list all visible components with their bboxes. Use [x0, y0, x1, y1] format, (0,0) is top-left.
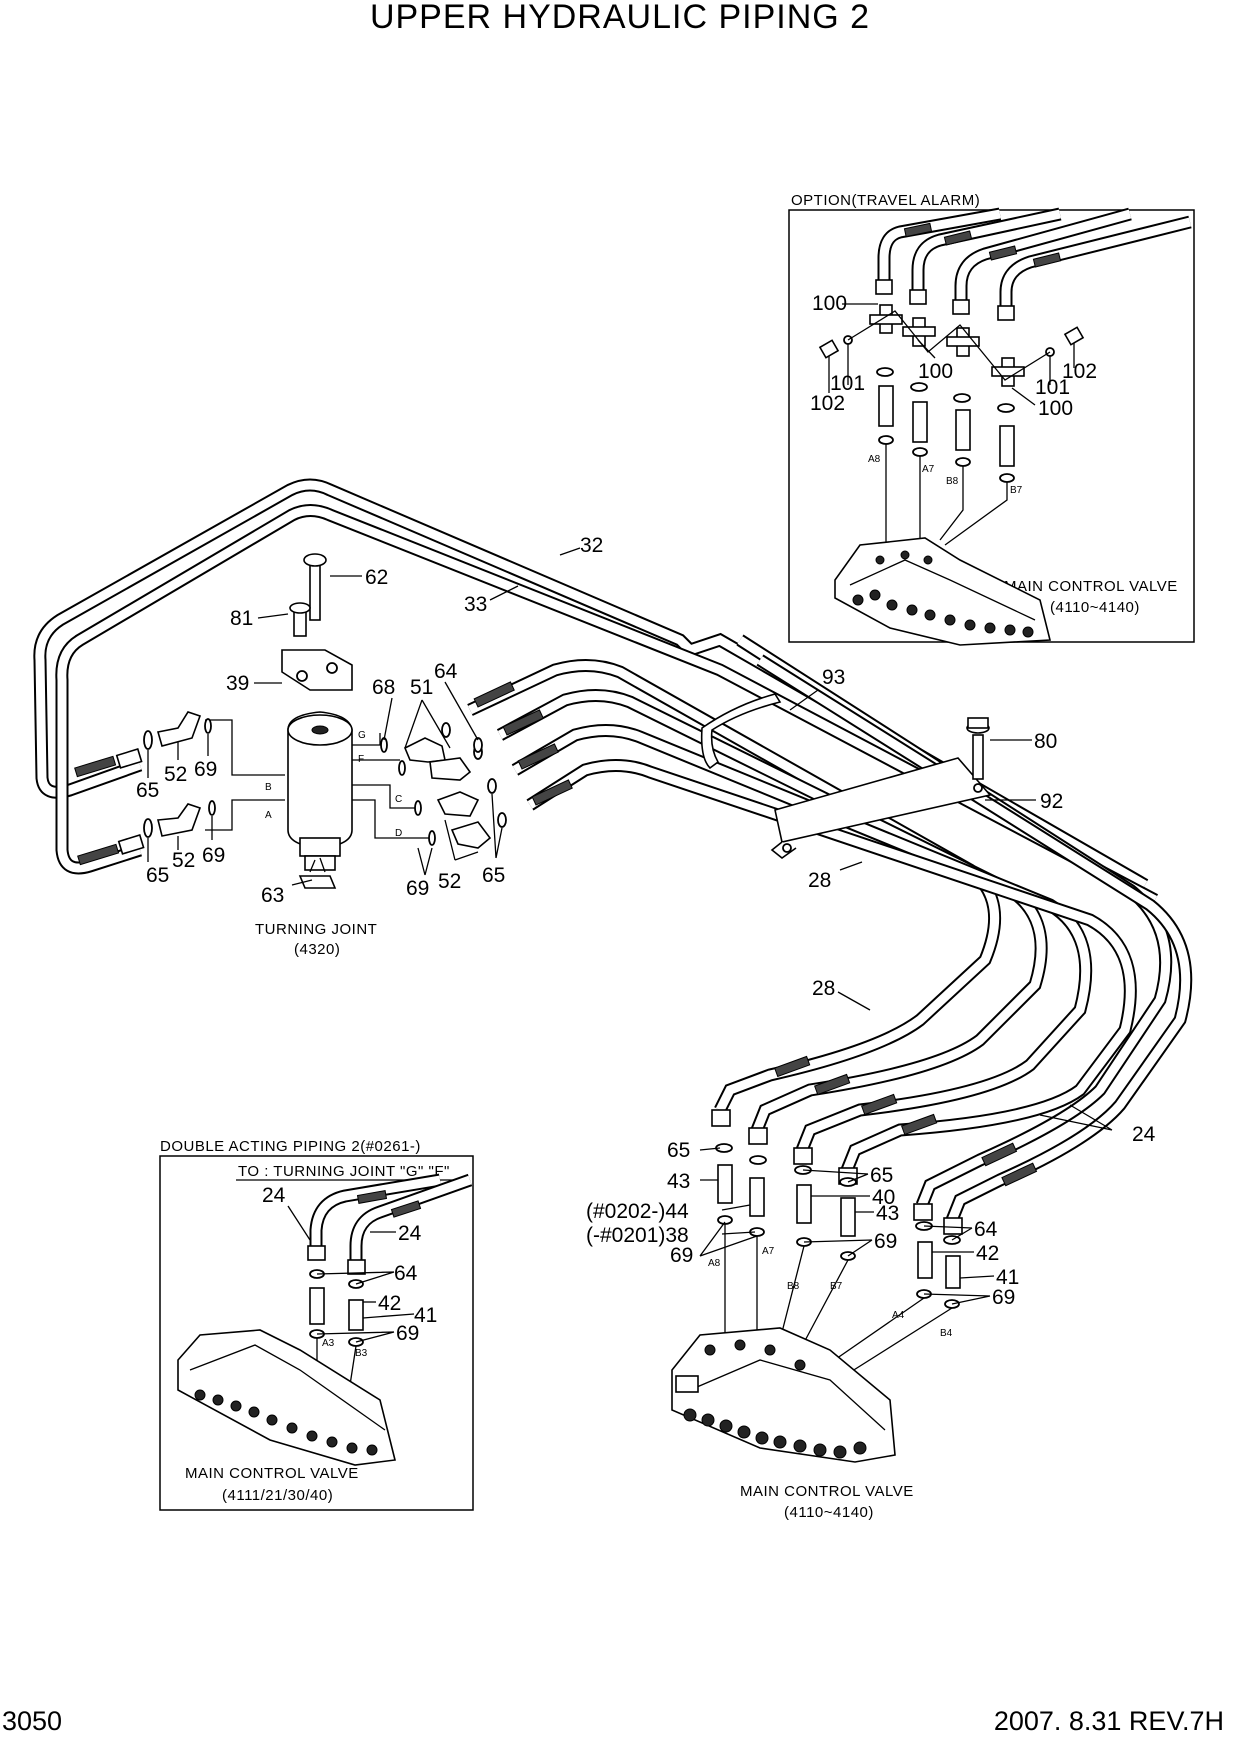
port-label-b7-main: B7 [830, 1281, 843, 1292]
option-main-control-valve [834, 537, 1052, 646]
port-label-c: C [395, 794, 402, 805]
callout-69: 69 [396, 1322, 419, 1345]
callout-101: 101 [1035, 376, 1070, 399]
callout-80: 80 [1034, 730, 1057, 753]
port-label-b8-main: B8 [787, 1281, 800, 1292]
callout-39: 39 [226, 672, 249, 695]
callout-41: 41 [996, 1266, 1019, 1289]
turning-joint-code: (4320) [294, 941, 340, 958]
hose-bundle-28 [467, 634, 1193, 1235]
double-acting-caption: DOUBLE ACTING PIPING 2(#0261-) [160, 1138, 421, 1155]
callout-68: 68 [372, 676, 395, 699]
port-label-d: D [395, 828, 402, 839]
option-mcv-caption: MAIN CONTROL VALVE [1004, 578, 1178, 595]
callout-32: 32 [580, 534, 603, 557]
callouts: 32 33 62 81 39 68 51 64 93 80 92 65 52 [136, 534, 1156, 1345]
revision-stamp: 2007. 8.31 REV.7H [993, 1706, 1224, 1736]
port-label-a8-option: A8 [868, 454, 881, 465]
callout-65: 65 [146, 864, 169, 887]
port-label-a8-main: A8 [708, 1258, 721, 1269]
callout-52: 52 [164, 763, 187, 786]
callout-65: 65 [136, 779, 159, 802]
callout-62: 62 [365, 566, 388, 589]
port-label-f: F [358, 754, 364, 765]
main-control-valve [671, 1327, 896, 1463]
port-label-a7-option: A7 [922, 464, 935, 475]
port-label-b7-option: B7 [1010, 485, 1023, 496]
double-mcv-code: (4111/21/30/40) [222, 1487, 333, 1504]
port-label-a4-main: A4 [892, 1310, 905, 1321]
callout-65: 65 [667, 1139, 690, 1162]
callout-40: 40 [872, 1186, 895, 1209]
port-label-b4-main: B4 [940, 1328, 953, 1339]
callout-28: 28 [808, 869, 831, 892]
callout-28: 28 [812, 977, 835, 1000]
option-hoses [875, 207, 1192, 321]
port-label-b3: B3 [355, 1348, 368, 1359]
option-travel-alarm-inset: OPTION(TRAVEL ALARM) MAIN CONTROL VALVE … [788, 192, 1195, 646]
double-acting-inset: DOUBLE ACTING PIPING 2(#0261-) TO : TURN… [159, 1138, 474, 1511]
callout-93: 93 [822, 666, 845, 689]
right-side-fittings [380, 722, 507, 849]
left-side-fittings [143, 711, 216, 838]
to-turning-joint-caption: TO : TURNING JOINT "G" "F" [238, 1163, 450, 1180]
port-label-b-tj: B [265, 782, 272, 793]
callout-43: 43 [667, 1170, 690, 1193]
callout-42: 42 [976, 1242, 999, 1265]
turning-joint-caption: TURNING JOINT [255, 921, 377, 938]
callout-51: 51 [410, 676, 433, 699]
callout-52: 52 [438, 870, 461, 893]
callout-33: 33 [464, 593, 487, 616]
turning-joint-assembly [205, 553, 430, 889]
callout-69: 69 [670, 1244, 693, 1267]
callout-43: 43 [876, 1202, 899, 1225]
option-tee-fittings [818, 304, 1085, 387]
callout-24: 24 [1132, 1123, 1156, 1146]
main-mcv-caption: MAIN CONTROL VALVE [740, 1483, 914, 1500]
callout-64: 64 [434, 660, 458, 683]
callout-65: 65 [870, 1164, 893, 1187]
callout-38-variant: (-#0201)38 [586, 1224, 689, 1247]
callout-100: 100 [918, 360, 953, 383]
callout-69: 69 [194, 758, 217, 781]
callout-69: 69 [992, 1286, 1015, 1309]
callout-100: 100 [1038, 397, 1073, 420]
callout-52: 52 [172, 849, 195, 872]
page-title: UPPER HYDRAULIC PIPING 2 [369, 0, 871, 36]
clamp-and-bracket [700, 693, 992, 860]
callout-42: 42 [378, 1292, 401, 1315]
callout-64: 64 [394, 1262, 418, 1285]
option-caption: OPTION(TRAVEL ALARM) [791, 192, 980, 209]
option-adapters [876, 367, 1015, 560]
callout-81: 81 [230, 607, 253, 630]
callout-102: 102 [810, 392, 845, 415]
callout-92: 92 [1040, 790, 1063, 813]
callout-63: 63 [261, 884, 284, 907]
port-label-a-tj: A [265, 810, 272, 821]
port-label-a3: A3 [322, 1338, 335, 1349]
port-label-a7-main: A7 [762, 1246, 775, 1257]
callout-44-variant: (#0202-)44 [586, 1200, 689, 1223]
callout-64: 64 [974, 1218, 998, 1241]
double-mcv-caption: MAIN CONTROL VALVE [185, 1465, 359, 1482]
hose-loops-32-33 [33, 478, 1159, 906]
callout-101: 101 [830, 372, 865, 395]
main-mcv-code: (4110~4140) [784, 1504, 874, 1521]
option-mcv-code: (4110~4140) [1050, 599, 1140, 616]
callout-69: 69 [874, 1230, 897, 1253]
port-label-g: G [358, 730, 366, 741]
port-label-b8-option: B8 [946, 476, 959, 487]
callout-69: 69 [406, 877, 429, 900]
callout-24: 24 [398, 1222, 422, 1245]
page-number: 3050 [2, 1706, 63, 1736]
callout-41: 41 [414, 1304, 437, 1327]
callout-24: 24 [262, 1184, 286, 1207]
callout-102: 102 [1062, 360, 1097, 383]
callout-100: 100 [812, 292, 847, 315]
callout-69: 69 [202, 844, 225, 867]
callout-65: 65 [482, 864, 505, 887]
